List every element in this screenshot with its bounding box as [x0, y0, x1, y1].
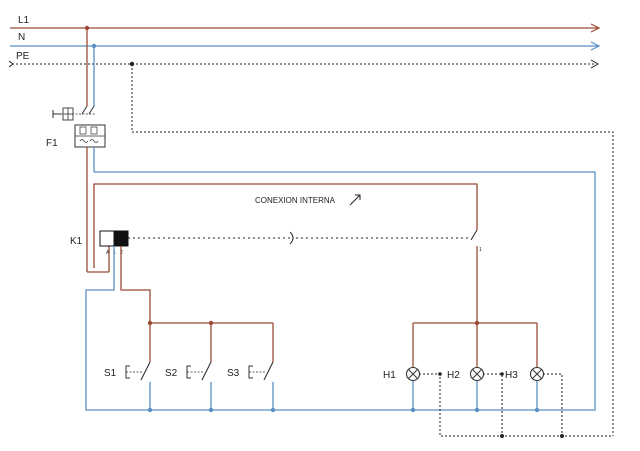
wire-relay-to-switches: [120, 246, 151, 323]
earth-dot-h2: [500, 372, 504, 376]
line-label-pe: PE: [16, 51, 30, 62]
switch-s2: S2: [165, 323, 214, 413]
wire-relay-neutral: [85, 246, 150, 411]
lamp-h3: H3: [505, 323, 545, 413]
switch-label-s3: S3: [227, 368, 240, 379]
line-label-n: N: [18, 32, 25, 43]
contact-number: 1: [479, 247, 482, 253]
relay-terminal-a: A: [106, 250, 110, 256]
lamp-label-h2: H2: [447, 370, 460, 381]
supply-l1: L1: [10, 15, 601, 33]
switch-s3: S3: [227, 323, 276, 413]
wire-internal-phase: [93, 183, 478, 268]
supply-pe: PE: [8, 51, 600, 69]
switch-label-s2: S2: [165, 368, 178, 379]
breaker-label: F1: [46, 138, 58, 149]
internal-connection-note: CONEXION INTERNA: [255, 196, 336, 205]
lamp-label-h1: H1: [383, 370, 396, 381]
relay-label: K1: [70, 236, 83, 247]
earth-junction-2: [560, 434, 564, 438]
lamp-h2: H2: [447, 323, 485, 413]
wire-neutral-loop: [94, 171, 596, 411]
line-label-l1: L1: [18, 15, 30, 26]
relay-contact: 1: [470, 229, 482, 323]
switch-label-s1: S1: [104, 368, 117, 379]
arrow-icon: [349, 194, 361, 206]
switch-s1: S1: [104, 323, 153, 413]
mechanical-link-bend: [289, 231, 294, 245]
lamp-label-h3: H3: [505, 370, 518, 381]
relay-k1: K1 A 1 2: [70, 230, 129, 256]
earth-network: [131, 64, 614, 437]
lamp-h1: H1: [383, 323, 421, 413]
supply-n: N: [10, 32, 601, 51]
earth-junction-1: [500, 434, 504, 438]
earth-dot-h1: [438, 372, 442, 376]
breaker-f1: F1: [46, 28, 106, 149]
